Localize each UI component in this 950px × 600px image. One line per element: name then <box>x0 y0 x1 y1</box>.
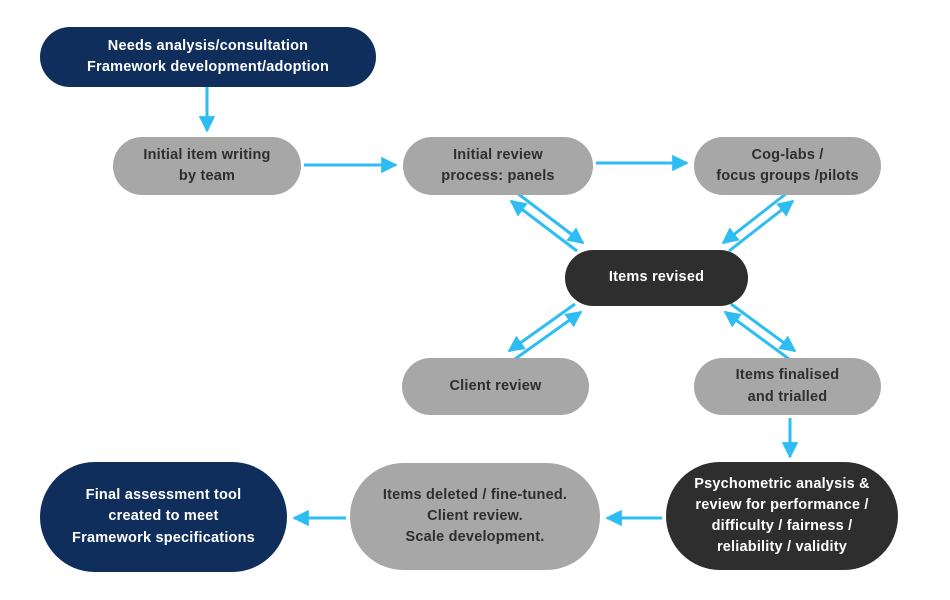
arrow-revised-to-review <box>509 199 578 253</box>
arrow-revised-to-client <box>507 302 576 353</box>
arrow-review-to-revised <box>516 191 585 245</box>
node-client-review-label: Client review <box>449 377 542 394</box>
arrow-group <box>198 87 799 527</box>
node-psychometric: Psychometric analysis & review for perfo… <box>666 462 898 570</box>
node-items-revised-label: Items revised <box>608 269 705 286</box>
node-client-review: Client review <box>402 358 589 415</box>
arrow-revised-to-finalised <box>730 302 797 353</box>
node-items-deleted-label: Items deleted / fine-tuned. Client revie… <box>382 486 568 545</box>
node-items-deleted: Items deleted / fine-tuned. Client revie… <box>350 463 600 570</box>
node-items-finalised-label: Items finalised and trialled <box>735 367 840 405</box>
arrow-coglabs-to-revised <box>721 191 788 245</box>
node-needs-analysis: Needs analysis/consultation Framework de… <box>40 27 376 87</box>
node-psychometric-label: Psychometric analysis & review for perfo… <box>694 475 870 556</box>
node-initial-review: Initial review process: panels <box>403 137 593 195</box>
arrow-revised-to-coglabs <box>728 199 795 253</box>
node-initial-review-label: Initial review process: panels <box>441 146 555 184</box>
node-needs-analysis-label: Needs analysis/consultation Framework de… <box>86 37 330 75</box>
node-final-tool: Final assessment tool created to meet Fr… <box>40 462 287 572</box>
arrow-finalised-to-revised <box>723 310 790 361</box>
node-initial-item-writing: Initial item writing by team <box>113 137 301 195</box>
arrow-client-to-revised <box>514 310 583 361</box>
node-cog-labs: Cog-labs / focus groups /pilots <box>694 137 881 195</box>
node-cog-labs-label: Cog-labs / focus groups /pilots <box>716 146 859 184</box>
node-initial-item-writing-label: Initial item writing by team <box>143 146 271 184</box>
node-items-revised: Items revised <box>565 250 748 306</box>
node-items-finalised: Items finalised and trialled <box>694 358 881 415</box>
node-final-tool-label: Final assessment tool created to meet Fr… <box>72 487 255 546</box>
